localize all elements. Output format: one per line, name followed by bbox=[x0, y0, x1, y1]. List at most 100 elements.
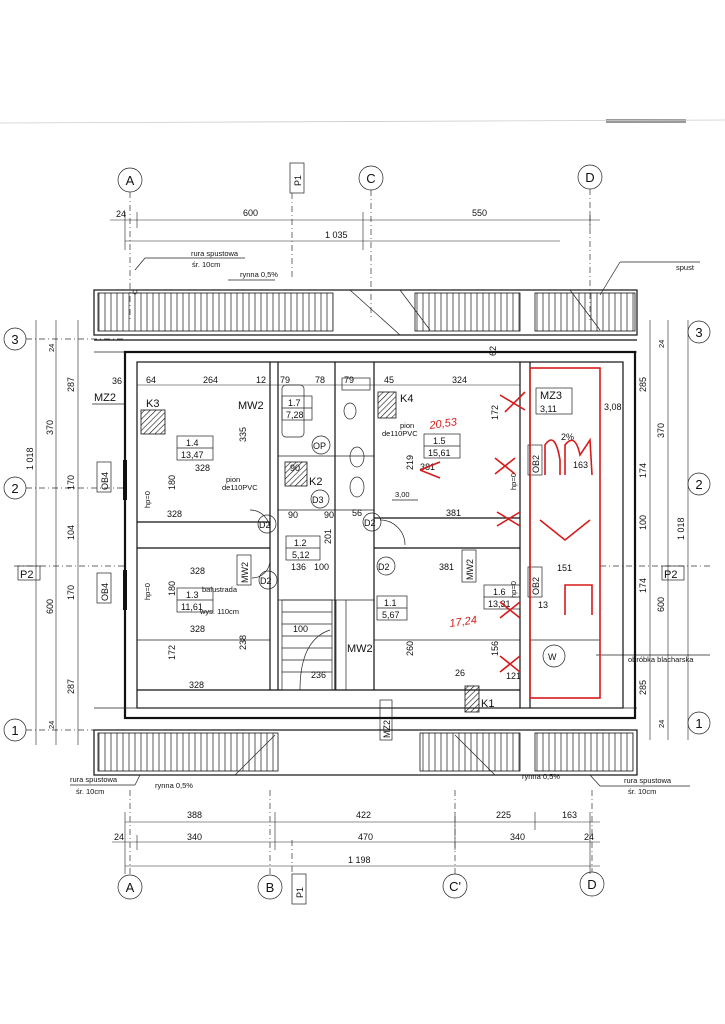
tag-mw2-c: MW2 bbox=[465, 559, 475, 580]
room-id-1-2: 1.2 bbox=[294, 538, 307, 548]
dim-236: 236 bbox=[311, 670, 326, 680]
note-hp-lower: hp=0 bbox=[143, 583, 152, 600]
dim-v-180b: 180 bbox=[167, 581, 177, 596]
note-downpipe-d-bottom-l: śr. 10cm bbox=[76, 787, 104, 796]
dim-100-a: 100 bbox=[293, 624, 308, 634]
dim-13: 13 bbox=[538, 600, 548, 610]
tag-mw2-b: MW2 bbox=[347, 643, 373, 655]
dim-381-c: 381 bbox=[439, 562, 454, 572]
dim-v-335: 335 bbox=[238, 427, 248, 442]
bottom-dimensions: 388 422 225 163 24 340 470 340 24 1 198 bbox=[112, 810, 600, 874]
note-pipe-d-k4: de110PVC bbox=[382, 429, 418, 438]
tag-side-val: 3,08 bbox=[604, 402, 622, 412]
tag-mz3: MZ3 bbox=[540, 390, 562, 402]
tag-mw2-a: MW2 bbox=[238, 400, 264, 412]
dim-bottom-422: 422 bbox=[356, 810, 371, 820]
dim-bottom-24a: 24 bbox=[114, 832, 124, 842]
dim-left-170b: 170 bbox=[66, 585, 76, 600]
red-area-2: 17,24 bbox=[449, 614, 478, 630]
dim-right-174b: 174 bbox=[638, 578, 648, 593]
dim-bottom-388: 388 bbox=[187, 810, 202, 820]
tag-ob2-upper: OB2 bbox=[531, 455, 541, 473]
dim-328-c: 328 bbox=[190, 566, 205, 576]
dim-row-62: 62 bbox=[488, 346, 498, 356]
dim-top-total: 1 035 bbox=[325, 230, 348, 240]
dim-v-156: 156 bbox=[490, 641, 500, 656]
section-p2-left: P2 bbox=[20, 569, 33, 581]
tag-d2-b: D2 bbox=[260, 576, 272, 586]
room-id-1-4: 1.4 bbox=[186, 438, 199, 448]
left-axes: 3 2 1 24 287 370 170 104 170 600 287 24 … bbox=[3, 320, 125, 745]
dim-left-24a: 24 bbox=[47, 344, 56, 352]
roof-bottom: rura spustowa śr. 10cm rynna 0,5% rynna … bbox=[70, 707, 690, 796]
dim-left-370: 370 bbox=[45, 420, 55, 435]
red-annotations: 20,53 17,24 bbox=[419, 367, 601, 699]
note-spust: spust bbox=[676, 263, 695, 272]
dim-left-287b: 287 bbox=[66, 679, 76, 694]
dim-left-600: 600 bbox=[45, 599, 55, 614]
tag-mz2-bottom: MZ2 bbox=[382, 720, 392, 738]
note-slope: 2% bbox=[561, 432, 574, 442]
note-hp-right-lower: hp=0 bbox=[509, 581, 518, 598]
note-hp-right-upper: hp=0 bbox=[509, 473, 518, 490]
dim-bottom-24b: 24 bbox=[584, 832, 594, 842]
scan-mark bbox=[606, 119, 686, 123]
dim-right-100: 100 bbox=[638, 515, 648, 530]
dim-row-64: 64 bbox=[146, 375, 156, 385]
axis-label-2-right: 2 bbox=[695, 477, 702, 492]
axis-label-c-top: C bbox=[366, 171, 375, 186]
dim-right-24a: 24 bbox=[657, 340, 666, 348]
tag-mw2-d: MW2 bbox=[240, 562, 250, 583]
note-flashing: obróbka blacharska bbox=[628, 655, 694, 664]
section-p1-top: P1 bbox=[293, 175, 303, 186]
room-id-1-5: 1.5 bbox=[433, 436, 446, 446]
dim-row-79b: 79 bbox=[344, 375, 354, 385]
dim-100-b: 100 bbox=[314, 562, 329, 572]
dim-381-b: 381 bbox=[446, 508, 461, 518]
dim-bottom-163: 163 bbox=[562, 810, 577, 820]
tag-op: OP bbox=[313, 441, 326, 451]
red-area-1: 20,53 bbox=[428, 416, 459, 432]
dim-left-287a: 287 bbox=[66, 377, 76, 392]
dim-left-total: 1 018 bbox=[25, 447, 35, 470]
axis-label-1-right: 1 bbox=[695, 716, 702, 731]
dim-bottom-total: 1 198 bbox=[348, 855, 371, 865]
room-area-1-4: 13,47 bbox=[181, 450, 204, 460]
axis-label-d-top: D bbox=[585, 170, 594, 185]
dim-bottom-340b: 340 bbox=[510, 832, 525, 842]
tag-ob4-lower: OB4 bbox=[100, 583, 110, 601]
room-area-1-5: 15,61 bbox=[428, 448, 451, 458]
dim-163: 163 bbox=[573, 460, 588, 470]
tag-d2-c: D2 bbox=[364, 518, 376, 528]
dim-v-260: 260 bbox=[405, 641, 415, 656]
note-downpipe-d-bottom-r: śr. 10cm bbox=[628, 787, 656, 796]
note-downpipe-bottom-r: rura spustowa bbox=[624, 776, 672, 785]
dim-328-b: 328 bbox=[167, 509, 182, 519]
note-downpipe-bottom-l: rura spustowa bbox=[70, 775, 118, 784]
note-balustrade-h: wys. 110cm bbox=[199, 607, 239, 616]
tag-w: W bbox=[548, 652, 557, 662]
tag-k3: K3 bbox=[146, 398, 159, 410]
dim-row-79a: 79 bbox=[280, 375, 290, 385]
tag-mz2-left: MZ2 bbox=[94, 392, 116, 404]
top-dimensions: 24 600 550 1 035 bbox=[110, 208, 600, 250]
dim-151: 151 bbox=[557, 563, 572, 573]
dim-v-238: 238 bbox=[238, 635, 248, 650]
dim-right-600: 600 bbox=[656, 597, 666, 612]
scan-edge bbox=[0, 119, 725, 124]
dim-v-180a: 180 bbox=[167, 475, 177, 490]
room-id-1-3: 1.3 bbox=[186, 590, 199, 600]
room-area-1-1: 5,67 bbox=[382, 610, 400, 620]
tag-ob4-upper: OB4 bbox=[100, 472, 110, 490]
doors: D2 D2 D2 D2 D3 3,00 bbox=[249, 489, 418, 590]
note-height: 3,00 bbox=[395, 490, 410, 499]
dim-201: 201 bbox=[323, 529, 333, 544]
axis-label-c-prime-bottom: C' bbox=[449, 879, 461, 894]
dim-row-78: 78 bbox=[315, 375, 325, 385]
bottom-axes: A B C' D P1 bbox=[117, 790, 605, 905]
room-area-1-2: 5,12 bbox=[292, 550, 310, 560]
inner-dimensions: 36 64 264 12 79 78 79 45 324 62 328 328 … bbox=[112, 346, 588, 690]
note-pipe-d-k2: de110PVC bbox=[222, 483, 258, 492]
dim-right-370: 370 bbox=[656, 423, 666, 438]
